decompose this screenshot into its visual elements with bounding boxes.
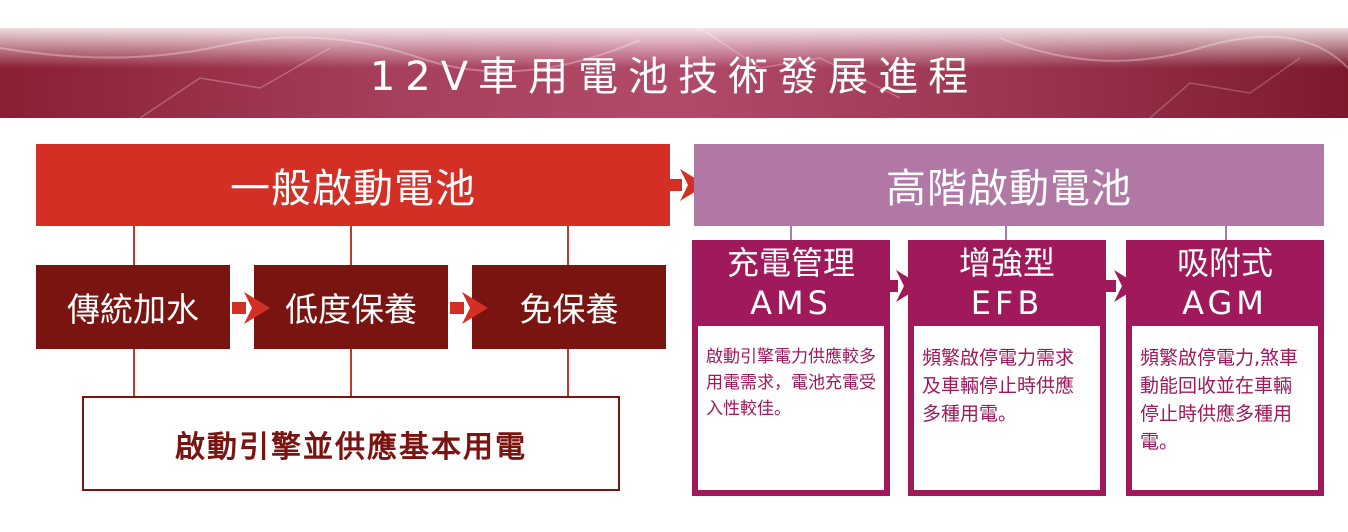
type-card-ams: 啟動引擎電力供應較多用電需求，電池充電受入性較佳。	[692, 326, 890, 496]
page-title: 12V車用電池技術發展進程	[369, 54, 979, 100]
type-header-efb: 增強型 EFB	[908, 240, 1106, 326]
type-name: 增強型	[958, 244, 1055, 282]
general-summary-box: 啟動引擎並供應基本用電	[82, 396, 620, 491]
general-battery-header: 一般啟動電池	[36, 144, 670, 226]
stage-arrow-icon	[232, 292, 270, 324]
stage-box-low-maintenance: 低度保養	[254, 265, 448, 349]
banner-fade	[0, 28, 1348, 68]
type-header-agm: 吸附式 AGM	[1126, 240, 1324, 326]
type-card-agm: 頻繁啟停電力,煞車動能回收並在車輛停止時供應多種用電。	[1126, 326, 1324, 496]
type-card-efb: 頻繁啟停電力需求及車輛停止時供應多種用電。	[908, 326, 1106, 496]
type-header-ams: 充電管理 AMS	[692, 240, 890, 326]
connector-line	[133, 349, 135, 396]
connector-line	[350, 349, 352, 396]
type-name: 充電管理	[726, 244, 855, 282]
connector-line	[790, 226, 792, 240]
type-description: 啟動引擎電力供應較多用電需求，電池充電受入性較佳。	[698, 326, 884, 490]
advanced-battery-header: 高階啟動電池	[694, 144, 1324, 226]
stage-box-maintenance-free: 免保養	[472, 265, 666, 349]
connector-line	[567, 226, 569, 265]
type-arrow-icon	[884, 270, 922, 302]
connector-line	[1005, 226, 1007, 240]
type-arrow-icon	[1102, 270, 1140, 302]
type-code: EFB	[970, 284, 1044, 322]
type-code: AGM	[1182, 284, 1268, 322]
type-description: 頻繁啟停電力,煞車動能回收並在車輛停止時供應多種用電。	[1132, 326, 1318, 490]
stage-box-traditional: 傳統加水	[36, 265, 230, 349]
type-name: 吸附式	[1176, 244, 1273, 282]
connector-line	[567, 349, 569, 396]
type-description: 頻繁啟停電力需求及車輛停止時供應多種用電。	[914, 326, 1100, 490]
type-code: AMS	[750, 284, 832, 322]
header-arrow-icon	[668, 169, 706, 201]
connector-line	[133, 226, 135, 265]
stage-arrow-icon	[450, 292, 488, 324]
connector-line	[1225, 226, 1227, 240]
connector-line	[350, 226, 352, 265]
title-banner: 12V車用電池技術發展進程	[0, 28, 1348, 118]
